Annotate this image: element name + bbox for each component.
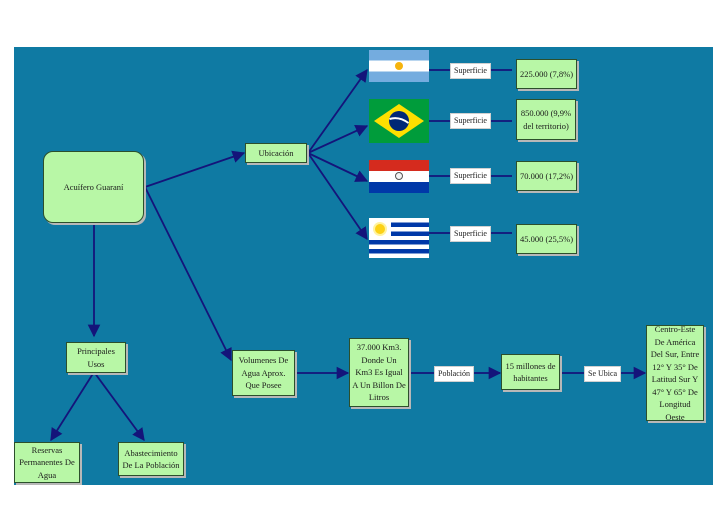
label-poblacion: Población xyxy=(434,366,474,382)
edge-usos-abastecimiento xyxy=(93,371,145,442)
node-sup-brasil[interactable]: 850.000 (9,9% del territorio) xyxy=(516,99,576,140)
edge-ubicacion-argentina xyxy=(307,68,368,154)
label-superficie-argentina: Superficie xyxy=(450,63,491,79)
edge-ubicacion-paraguay xyxy=(307,152,369,182)
label-superficie-brasil: Superficie xyxy=(450,113,491,129)
diagram-canvas: Superficie Superficie Superficie Superfi… xyxy=(14,47,713,485)
node-ubica-centro-este[interactable]: Centro-Este De América Del Sur, Entre 12… xyxy=(646,324,704,422)
emblem-icon xyxy=(395,172,403,180)
argentina-flag xyxy=(369,50,429,82)
sun-icon xyxy=(375,224,385,234)
uruguay-flag xyxy=(369,218,429,258)
sun-icon xyxy=(395,62,403,70)
node-abastecimiento[interactable]: Abastecimiento De La Población xyxy=(118,442,184,476)
node-37000-km3[interactable]: 37.000 Km3. Donde Un Km3 Es Igual A Un B… xyxy=(349,338,409,407)
edge-usos-reservas xyxy=(50,371,95,442)
edge-acuifero-ubicacion xyxy=(144,150,246,188)
node-ubicacion[interactable]: Ubicación xyxy=(245,143,307,163)
node-principales-usos[interactable]: Principales Usos xyxy=(66,342,126,373)
label-superficie-paraguay: Superficie xyxy=(450,168,491,184)
node-sup-argentina[interactable]: 225.000 (7,8%) xyxy=(516,59,577,89)
brazil-flag xyxy=(369,99,429,143)
node-volumenes[interactable]: Volumenes De Agua Aprox. Que Posee xyxy=(232,350,295,396)
node-sup-uruguay[interactable]: 45.000 (25,5%) xyxy=(516,224,577,254)
label-superficie-uruguay: Superficie xyxy=(450,226,491,242)
node-reservas-permanentes[interactable]: Reservas Permanentes De Agua xyxy=(14,442,80,483)
edge-acuifero-volumenes xyxy=(144,186,232,362)
paraguay-flag xyxy=(369,160,429,193)
node-sup-paraguay[interactable]: 70.000 (17,2%) xyxy=(516,161,577,191)
edge-ubicacion-brasil xyxy=(307,124,369,154)
canton xyxy=(369,218,391,240)
label-se-ubica: Se Ubica xyxy=(584,366,622,382)
edge-ubicacion-uruguay xyxy=(307,152,368,241)
connector-layer xyxy=(50,68,647,442)
brazil-diamond xyxy=(374,104,424,138)
node-acuifero-guarani[interactable]: Acuífero Guaraní xyxy=(43,151,144,223)
node-15-millones[interactable]: 15 millones de habitantes xyxy=(501,354,560,390)
